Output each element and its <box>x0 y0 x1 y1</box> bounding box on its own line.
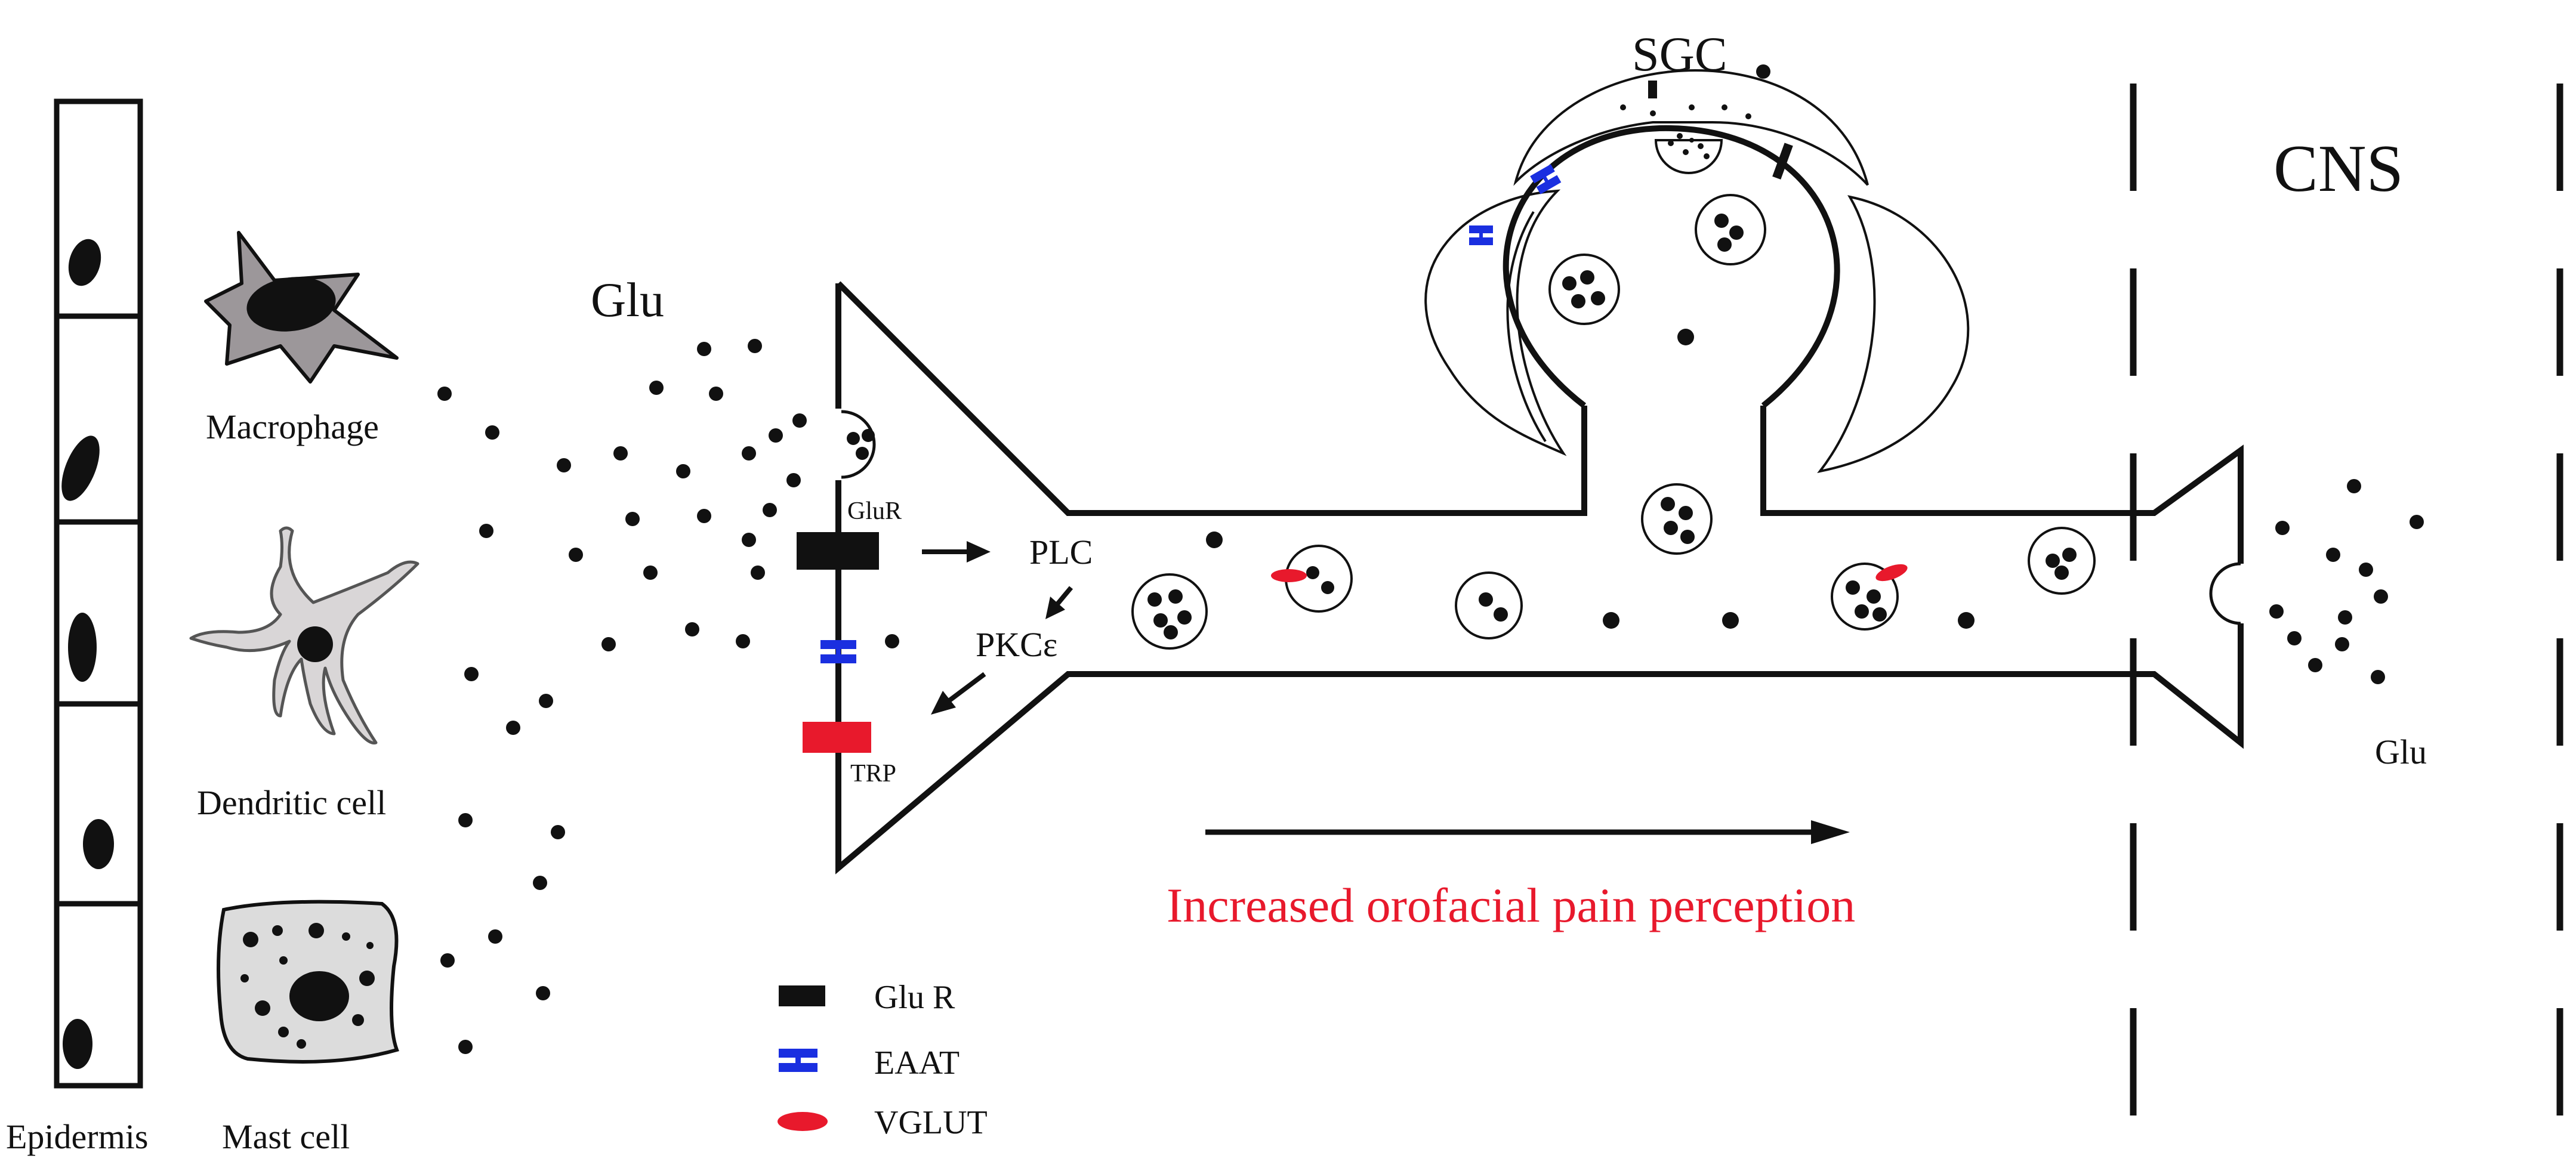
glutamate-particles-right <box>2269 479 2424 684</box>
neuron-membrane <box>835 125 2244 875</box>
legend-label-glu-r: Glu R <box>874 979 955 1016</box>
fusing-vesicle-left <box>841 410 876 479</box>
legend-label-eaat: EAAT <box>874 1045 960 1082</box>
glu-receptor <box>797 532 879 570</box>
plc-label: PLC <box>1029 533 1093 571</box>
mast-cell-label: Mast cell <box>222 1117 350 1156</box>
macrophage-label: Macrophage <box>206 407 379 446</box>
mast-cell <box>217 900 399 1064</box>
trp-label: TRP <box>850 760 896 787</box>
pain-direction-arrow <box>1205 820 1850 844</box>
dendritic-cell-label: Dendritic cell <box>197 783 386 822</box>
eaat-transporter-terminal <box>820 640 856 663</box>
dendritic-cell <box>189 526 419 744</box>
fusing-vesicle-right <box>2209 562 2241 625</box>
macrophage-cell <box>204 231 399 384</box>
cns-label: CNS <box>2273 132 2404 206</box>
legend-label-vglut: VGLUT <box>874 1104 988 1141</box>
epidermis-nuclei <box>61 239 114 1069</box>
cns-boundary-lines <box>2130 84 2563 1168</box>
glutamate-particles-left <box>437 339 899 1054</box>
pain-perception-label: Increased orofacial pain perception <box>1167 878 1855 932</box>
legend: Glu R EAAT VGLUT <box>778 979 988 1141</box>
legend-vglut-symbol <box>778 1112 828 1131</box>
epidermis-label: Epidermis <box>6 1117 148 1156</box>
vesicle-glutamate <box>1147 214 2077 639</box>
legend-eaat-symbol <box>779 1049 817 1072</box>
vglut-transporters <box>1271 564 1908 582</box>
sgc-nucleus-vesicle <box>1620 64 1770 174</box>
sgc-label: SGC <box>1632 27 1727 81</box>
glur-label: GluR <box>847 498 902 525</box>
glu-right-label: Glu <box>2375 733 2427 771</box>
signaling-arrows <box>922 541 1073 715</box>
glu-left-label: Glu <box>591 273 664 327</box>
trp-channel <box>803 722 871 753</box>
satellite-glial-cells <box>1424 69 1970 474</box>
legend-glu-r-symbol <box>779 985 825 1006</box>
sgc-eaat-transporters <box>1469 164 1562 245</box>
sgc-receptors <box>1648 81 1793 180</box>
pkc-label: PKCε <box>976 625 1057 664</box>
epidermis-column <box>54 98 143 1089</box>
